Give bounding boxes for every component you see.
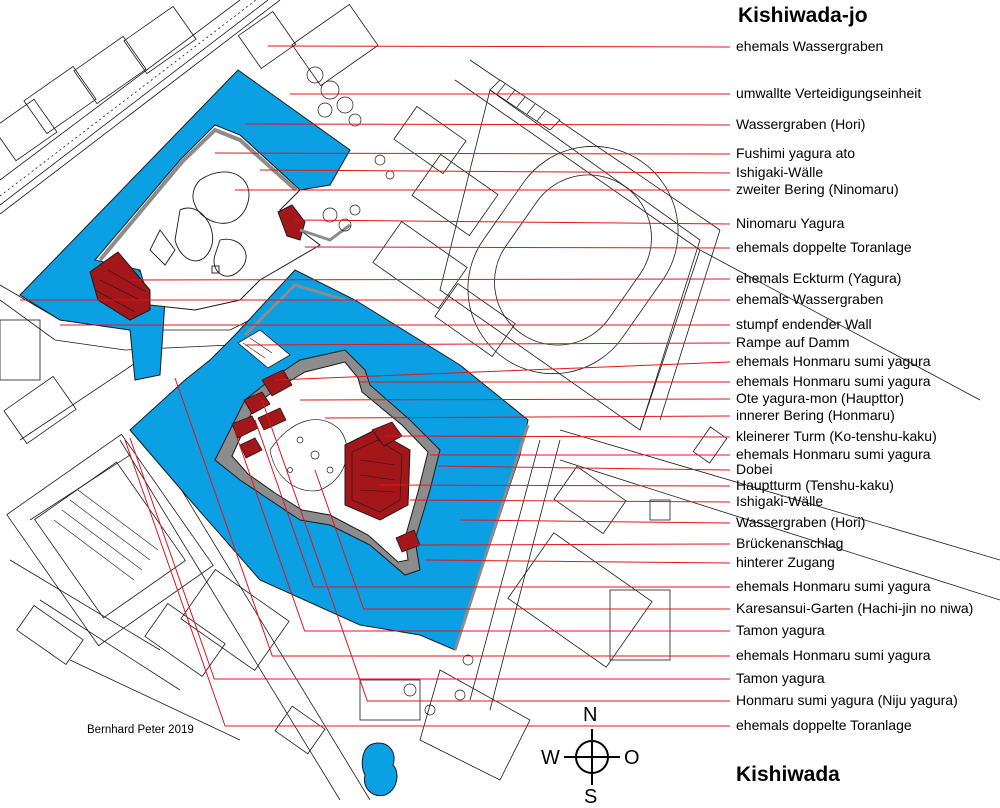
map-subtitle: Kishiwada (736, 763, 840, 786)
leader-line (254, 419, 730, 588)
leader-line (304, 246, 731, 249)
compass-north-label: N (583, 704, 598, 726)
legend-label: ehemals Wassergraben (736, 38, 884, 54)
leader-line (424, 559, 731, 564)
leader-line (214, 152, 731, 155)
ninomaru-garden (149, 171, 250, 277)
tree-symbols (306, 66, 474, 716)
leader-line (299, 398, 731, 401)
legend-label: Karesansui-Garten (Hachi-jin no niwa) (736, 600, 974, 616)
legend-label: ehemals doppelte Toranlage (736, 239, 912, 255)
legend-label: Brückenanschlag (736, 535, 844, 551)
pond (361, 742, 398, 797)
legend-label: ehemals Honmaru sumi yagura (736, 647, 931, 663)
ninomaru-wall (98, 127, 298, 262)
legend-label: kleinerer Turm (Ko-tenshu-kaku) (736, 428, 937, 444)
leader-line (314, 469, 730, 610)
legend-label: umwallte Verteidigungseinheit (736, 85, 922, 101)
legend-label: Dobei (736, 461, 773, 477)
legend-label: Ishigaki-Wälle (736, 493, 824, 509)
legend-label: ehemals Honmaru sumi yagura (736, 373, 931, 389)
legend-label: ehemals Wassergraben (736, 291, 884, 307)
hatched-block (489, 79, 561, 131)
legend-label: Ninomaru Yagura (736, 215, 845, 231)
leader-line (379, 484, 731, 487)
legend-label: ehemals Honmaru sumi yagura (736, 353, 931, 369)
legend-label: Ishigaki-Wälle (736, 164, 824, 180)
legend-label: ehemals Honmaru sumi yagura (736, 578, 931, 594)
legend-label: Honmaru sumi yagura (Niju yagura) (736, 692, 958, 708)
leader-line (259, 169, 731, 174)
leader-line (274, 361, 731, 381)
leader-line (174, 377, 730, 657)
leader-line (244, 123, 731, 126)
compass-east-label: O (624, 747, 640, 769)
legend-label: ehemals Honmaru sumi yagura (736, 446, 931, 462)
legend-label: innerer Bering (Honmaru) (736, 407, 895, 423)
leader-line (267, 45, 731, 48)
leader-line (261, 399, 730, 702)
legend-label: hinterer Zugang (736, 554, 835, 570)
legend-label: Rampe auf Damm (736, 334, 850, 350)
legend-label: Wassergraben (Hori) (736, 514, 866, 530)
legend-label: ehemals doppelte Toranlage (736, 717, 912, 733)
leader-line (244, 342, 731, 346)
leader-line (129, 278, 731, 281)
legend-label: Wassergraben (Hori) (736, 116, 866, 132)
leader-line (324, 415, 731, 419)
compass-west-label: W (541, 747, 560, 769)
bridge-dam (237, 329, 291, 369)
embankments (243, 223, 530, 651)
leader-line (414, 543, 731, 546)
honmaru-yagura (231, 369, 421, 553)
leader-line (459, 519, 731, 524)
leader-line (384, 435, 731, 438)
tenshu-kaku (344, 429, 411, 521)
compass-rose (564, 729, 620, 785)
legend-label: Fushimi yagura ato (736, 145, 856, 161)
leader-line (294, 219, 731, 225)
leader-line (124, 439, 730, 727)
legend-label: zweiter Bering (Ninomaru) (736, 181, 899, 197)
leader-lines (20, 45, 731, 727)
leader-line (437, 465, 731, 471)
leader-line (129, 437, 730, 680)
legend-label: Tamon yagura (736, 622, 825, 638)
legend-label: Hauptturm (Tenshu-kaku) (736, 477, 894, 493)
ninomaru-ground (94, 124, 321, 311)
compass-south-label: S (584, 786, 598, 808)
legend-label: stumpf endender Wall (736, 316, 872, 332)
leader-line (409, 499, 731, 503)
legend-label: ehemals Eckturm (Yagura) (736, 270, 902, 286)
map-title: Kishiwada-jo (738, 4, 868, 27)
leader-line (234, 431, 730, 632)
legend-label: Ote yagura-mon (Haupttor) (736, 390, 905, 406)
author-credit: Bernhard Peter 2019 (87, 724, 194, 736)
legend-label: Tamon yagura (736, 670, 825, 686)
